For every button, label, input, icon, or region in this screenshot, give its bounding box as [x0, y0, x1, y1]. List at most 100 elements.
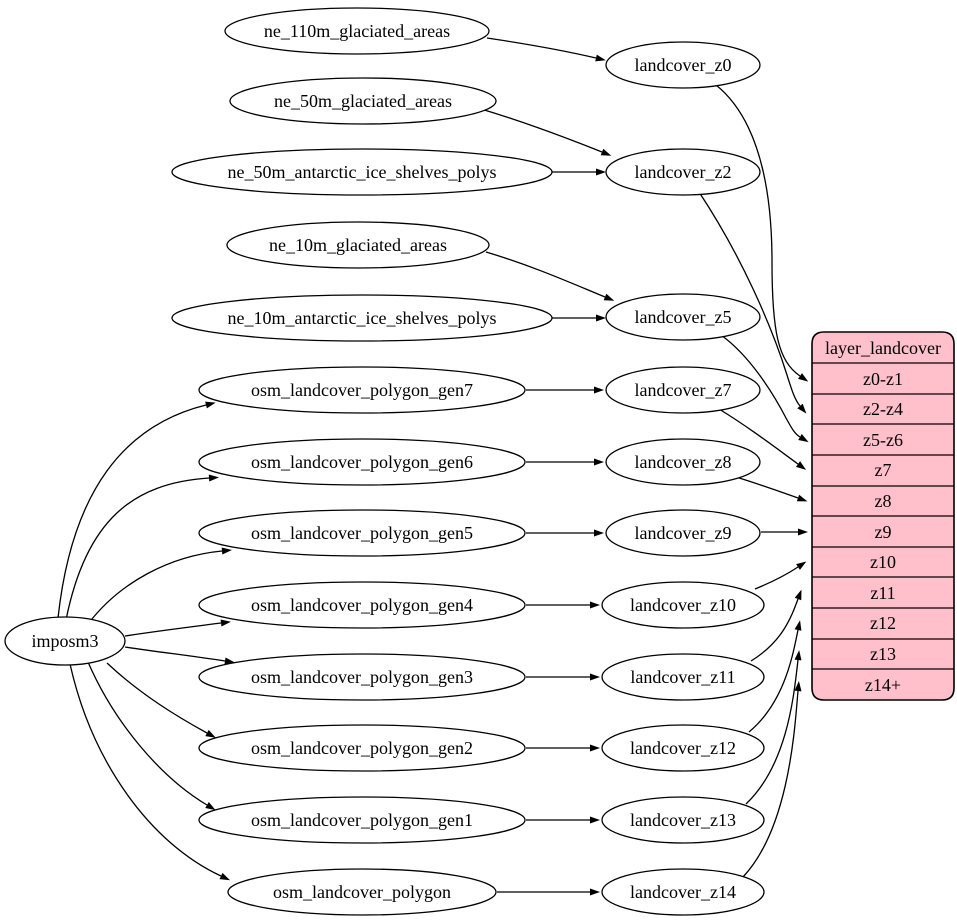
landcover-ellipse	[601, 581, 765, 629]
source-ellipse	[226, 221, 490, 269]
source-label: osm_landcover_polygon_gen1	[251, 810, 473, 830]
node-ne-10m-antarctic-ice-shelves-polys: ne_10m_antarctic_ice_shelves_polys	[171, 294, 553, 342]
landcover-label: landcover_z2	[635, 162, 732, 182]
edge-imposm3-to-polygon	[69, 663, 231, 881]
node-osm-landcover-polygon-gen1: osm_landcover_polygon_gen1	[198, 796, 526, 844]
landcover-label: landcover_z12	[630, 738, 736, 758]
source-ellipse	[198, 653, 526, 701]
imposm3-label: imposm3	[31, 631, 98, 651]
edge-imposm3-to-gen4	[124, 619, 231, 637]
source-label: ne_50m_antarctic_ice_shelves_polys	[228, 162, 497, 182]
edge-imposm3-to-gen6	[65, 474, 219, 621]
source-label: osm_landcover_polygon_gen5	[251, 523, 473, 543]
edge-imposm3-to-gen7	[57, 401, 216, 619]
source-label: osm_landcover_polygon_gen7	[251, 380, 473, 400]
node-osm-landcover-polygon-gen6: osm_landcover_polygon_gen6	[198, 438, 526, 486]
source-ellipse	[198, 366, 526, 414]
node-landcover-z10: landcover_z10	[601, 581, 765, 629]
landcover-ellipse	[601, 796, 765, 844]
imposm3-ellipse	[4, 616, 126, 666]
edges-source-to-landcover	[480, 37, 615, 896]
edge-z2-to-row	[698, 191, 807, 414]
edge-z7-to-row	[718, 408, 807, 470]
landcover-label: landcover_z11	[630, 667, 735, 687]
source-ellipse	[198, 796, 526, 844]
edge-imposm3-to-gen2	[106, 662, 216, 738]
edge-imposm3-to-gen5	[87, 547, 232, 625]
source-label: osm_landcover_polygon_gen4	[251, 595, 473, 615]
edge-z13-to-row	[745, 650, 802, 805]
source-label: osm_landcover_polygon_gen6	[251, 452, 473, 472]
node-ne-50m-glaciated-areas: ne_50m_glaciated_areas	[229, 77, 497, 125]
edge-z8-to-row	[735, 476, 808, 502]
landcover-ellipse	[601, 724, 765, 772]
landcover-label: landcover_z9	[635, 523, 732, 543]
edge-ne10m-glaciated-to-z5	[485, 251, 615, 301]
source-ellipse	[227, 868, 497, 916]
source-label: osm_landcover_polygon	[273, 882, 451, 902]
edge-ne110m-to-z0	[486, 37, 606, 62]
node-landcover-z8: landcover_z8	[605, 438, 761, 486]
landcover-label: landcover_z8	[635, 452, 732, 472]
table-row-z14plus: z14+	[865, 675, 901, 695]
node-osm-landcover-polygon-gen3: osm_landcover_polygon_gen3	[198, 653, 526, 701]
table-row-z12: z12	[870, 613, 896, 633]
node-landcover-z14: landcover_z14	[601, 868, 765, 916]
node-landcover-z5: landcover_z5	[605, 293, 761, 341]
edge-imposm3-to-gen3	[124, 646, 235, 665]
landcover-label: landcover_z7	[635, 380, 732, 400]
landcover-label: landcover_z14	[630, 882, 736, 902]
node-landcover-z11: landcover_z11	[601, 653, 765, 701]
landcover-ellipse	[605, 509, 761, 557]
edge-z14-to-row	[742, 681, 802, 878]
source-ellipse	[229, 77, 497, 125]
source-ellipse	[198, 581, 526, 629]
source-label: osm_landcover_polygon_gen3	[251, 667, 473, 687]
source-ellipse	[171, 148, 553, 196]
landcover-ellipse	[605, 438, 761, 486]
node-landcover-z12: landcover_z12	[601, 724, 765, 772]
edge-z0-to-row	[715, 84, 809, 382]
node-osm-landcover-polygon-gen7: osm_landcover_polygon_gen7	[198, 366, 526, 414]
source-label: ne_10m_antarctic_ice_shelves_polys	[228, 308, 497, 328]
node-ne-10m-glaciated-areas: ne_10m_glaciated_areas	[226, 221, 490, 269]
edges-landcover-to-table	[698, 84, 809, 878]
table-row-z10: z10	[870, 552, 896, 572]
node-ne-110m-glaciated-areas: ne_110m_glaciated_areas	[224, 7, 490, 55]
node-osm-landcover-polygon-gen2: osm_landcover_polygon_gen2	[198, 724, 526, 772]
source-label: osm_landcover_polygon_gen2	[251, 738, 473, 758]
edge-imposm3-to-gen1	[87, 661, 216, 811]
source-ellipse	[171, 294, 553, 342]
landcover-ellipse	[605, 366, 761, 414]
landcover-label: landcover_z13	[630, 810, 736, 830]
node-osm-landcover-polygon-gen5: osm_landcover_polygon_gen5	[198, 509, 526, 557]
table-row-z0-z1: z0-z1	[863, 369, 903, 389]
edge-z12-to-row	[748, 620, 802, 733]
edge-ne50m-glaciated-to-z2	[480, 108, 612, 156]
node-osm-landcover-polygon: osm_landcover_polygon	[227, 868, 497, 916]
table-header-label: layer_landcover	[825, 338, 941, 358]
node-landcover-z7: landcover_z7	[605, 366, 761, 414]
node-landcover-z9: landcover_z9	[605, 509, 761, 557]
node-osm-landcover-polygon-gen4: osm_landcover_polygon_gen4	[198, 581, 526, 629]
table-row-z7: z7	[875, 460, 892, 480]
node-landcover-z13: landcover_z13	[601, 796, 765, 844]
table-row-z11: z11	[870, 583, 895, 603]
table-row-z2-z4: z2-z4	[863, 399, 903, 419]
table-row-z8: z8	[875, 491, 892, 511]
landcover-ellipse	[605, 41, 761, 89]
source-ellipse	[224, 7, 490, 55]
edges-imposm3-to-sources	[57, 401, 235, 881]
source-label: ne_50m_glaciated_areas	[274, 91, 452, 111]
source-label: ne_10m_glaciated_areas	[269, 235, 447, 255]
landcover-ellipse	[601, 653, 765, 701]
source-label: ne_110m_glaciated_areas	[264, 21, 450, 41]
table-row-z13: z13	[870, 644, 896, 664]
node-ne-50m-antarctic-ice-shelves-polys: ne_50m_antarctic_ice_shelves_polys	[171, 148, 553, 196]
edge-z11-to-row	[750, 589, 802, 662]
edge-z10-to-row	[754, 561, 807, 590]
table-row-z9: z9	[875, 522, 892, 542]
source-ellipse	[198, 509, 526, 557]
